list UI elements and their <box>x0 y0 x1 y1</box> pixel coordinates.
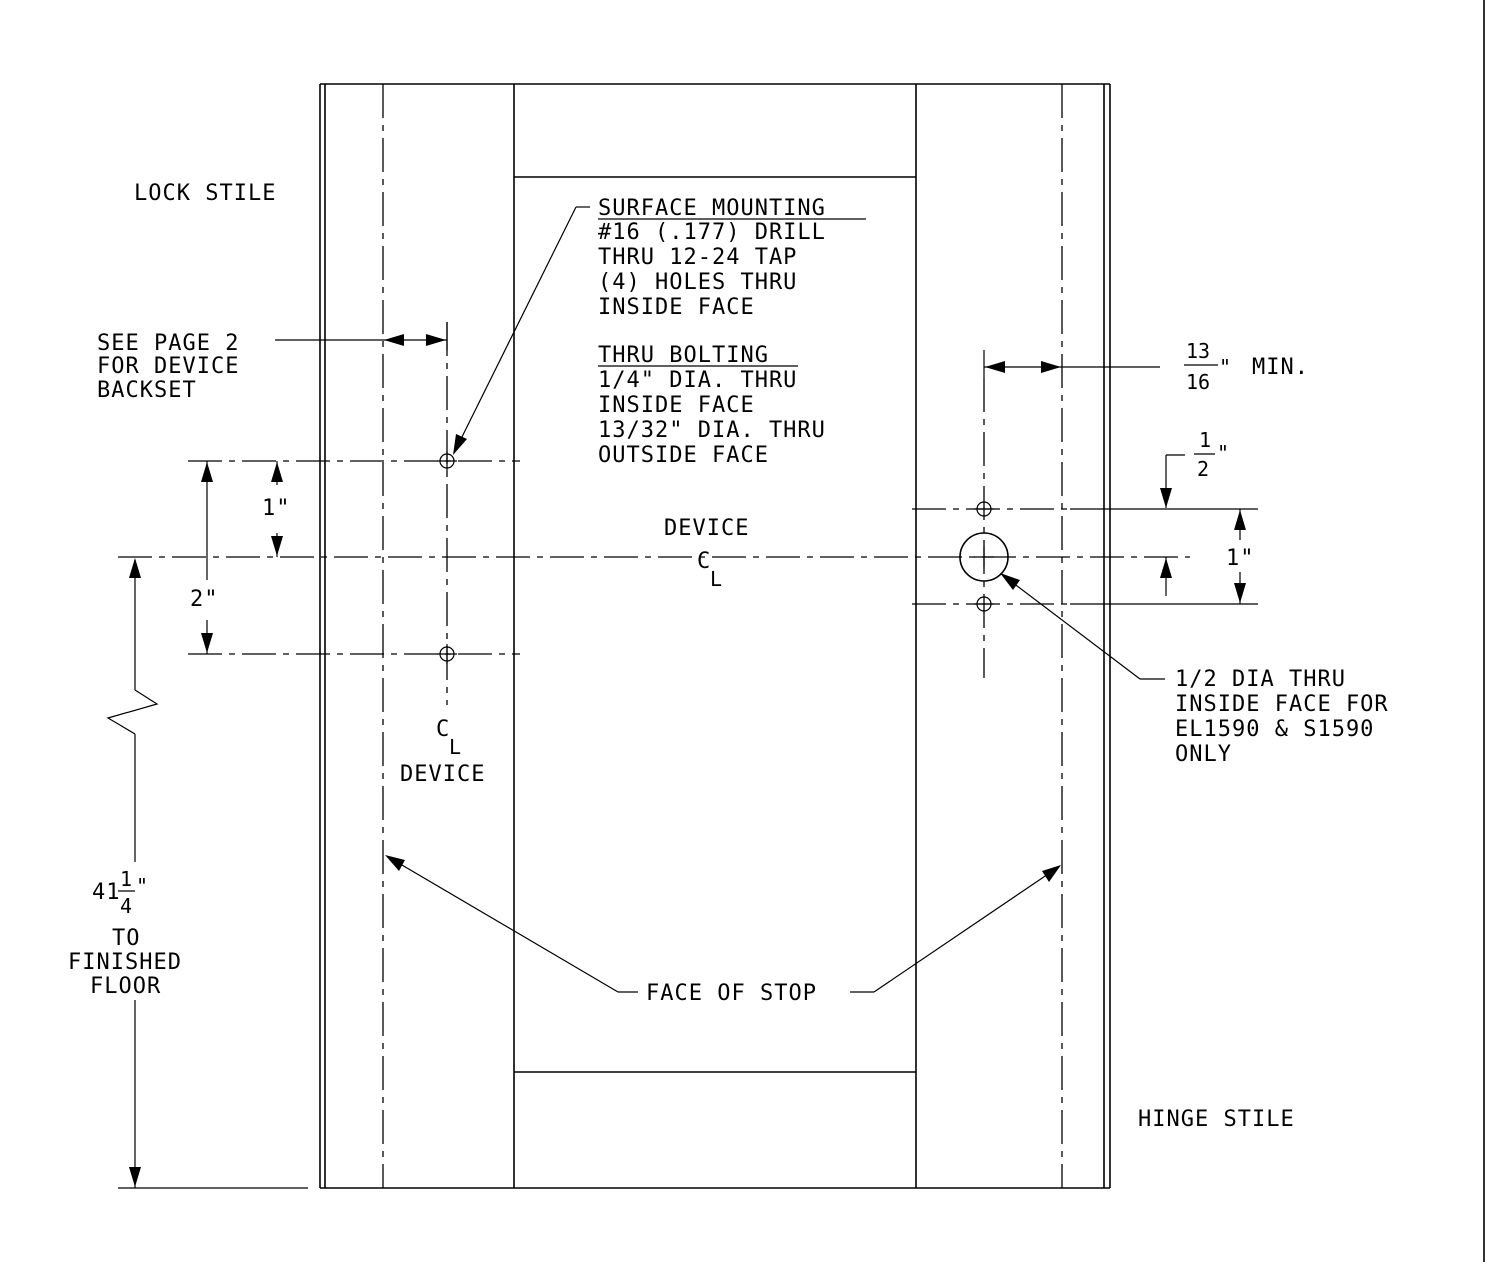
svg-text:INSIDE FACE: INSIDE FACE <box>598 295 755 320</box>
svg-text:41: 41 <box>92 880 121 905</box>
svg-text:FLOOR: FLOOR <box>90 974 161 999</box>
svg-text:": " <box>1217 441 1229 465</box>
surface-mounting-note: SURFACE MOUNTING #16 (.177) DRILL THRU 1… <box>598 196 866 320</box>
svg-text:MIN.: MIN. <box>1252 355 1309 380</box>
face-of-stop-leaders <box>385 855 1061 993</box>
dim-13-16-label: 13 16 " MIN. <box>1184 339 1309 394</box>
door-panel <box>513 84 917 1188</box>
half-inch-dia-hole <box>959 532 1009 582</box>
backset-dimension <box>383 322 448 350</box>
svg-text:FINISHED: FINISHED <box>68 950 182 975</box>
svg-text:SURFACE MOUNTING: SURFACE MOUNTING <box>598 196 826 221</box>
svg-text:C: C <box>697 549 711 574</box>
svg-text:(4) HOLES THRU: (4) HOLES THRU <box>598 270 797 295</box>
svg-text:INSIDE FACE: INSIDE FACE <box>598 393 755 418</box>
svg-text:EL1590 & S1590: EL1590 & S1590 <box>1175 717 1374 742</box>
svg-text:2: 2 <box>1197 457 1209 481</box>
svg-text:TO: TO <box>112 926 141 951</box>
centerline-symbol-lower: C L <box>436 717 461 759</box>
svg-text:THRU 12-24 TAP: THRU 12-24 TAP <box>598 245 797 270</box>
hinge-stile-label: HINGE STILE <box>1138 1107 1295 1132</box>
svg-text:13/32" DIA. THRU: 13/32" DIA. THRU <box>598 418 826 443</box>
svg-text:L: L <box>710 567 722 591</box>
face-of-stop-label: FACE OF STOP <box>646 981 817 1006</box>
dim-two-inch <box>201 461 213 654</box>
door-outline <box>319 83 1111 1189</box>
svg-text:THRU BOLTING: THRU BOLTING <box>598 343 769 368</box>
lock-stile-label: LOCK STILE <box>134 181 276 206</box>
to-finished-floor-label: TO FINISHED FLOOR <box>68 926 182 999</box>
centerline-symbol-center: C L <box>697 549 722 591</box>
svg-text:4: 4 <box>120 894 132 918</box>
dim-one-inch-left <box>271 461 283 557</box>
mounting-hole-upper <box>437 451 457 471</box>
svg-text:13: 13 <box>1186 339 1210 363</box>
device-lower-label: DEVICE <box>400 762 485 787</box>
svg-text:BACKSET: BACKSET <box>97 378 197 403</box>
see-page-note: SEE PAGE 2 FOR DEVICE BACKSET <box>97 331 239 403</box>
svg-text:1: 1 <box>120 867 132 891</box>
dim-one-inch-right-label: 1" <box>1226 546 1255 571</box>
svg-text:FOR DEVICE: FOR DEVICE <box>97 354 239 379</box>
svg-text:": " <box>136 874 148 898</box>
svg-text:": " <box>1219 355 1231 379</box>
half-dia-leader <box>1000 573 1165 680</box>
svg-text:#16 (.177) DRILL: #16 (.177) DRILL <box>598 220 826 245</box>
svg-text:1: 1 <box>1199 428 1211 452</box>
surface-mounting-leader <box>453 206 590 455</box>
height-dimension <box>106 558 308 1189</box>
mounting-hole-lower <box>437 644 457 664</box>
svg-text:SEE PAGE 2: SEE PAGE 2 <box>97 331 239 356</box>
svg-text:OUTSIDE FACE: OUTSIDE FACE <box>598 443 769 468</box>
svg-text:16: 16 <box>1186 370 1210 394</box>
half-dia-note: 1/2 DIA THRU INSIDE FACE FOR EL1590 & S1… <box>1175 667 1389 767</box>
svg-text:1/4" DIA. THRU: 1/4" DIA. THRU <box>598 368 797 393</box>
svg-text:1/2 DIA THRU: 1/2 DIA THRU <box>1175 667 1346 692</box>
dim-one-inch-right <box>1070 508 1258 605</box>
svg-text:L: L <box>449 735 461 759</box>
right-hole-lower <box>974 596 994 612</box>
thru-bolting-note: THRU BOLTING 1/4" DIA. THRU INSIDE FACE … <box>598 343 826 468</box>
device-center-label: DEVICE <box>664 516 749 541</box>
svg-text:C: C <box>436 717 450 742</box>
dim-13-16-min <box>983 350 1160 378</box>
svg-text:INSIDE FACE FOR: INSIDE FACE FOR <box>1175 692 1389 717</box>
dim-two-inch-label: 2" <box>190 587 219 612</box>
height-label: 41 1 4 " <box>92 867 148 918</box>
dim-one-inch-left-label: 1" <box>262 496 291 521</box>
right-hole-upper <box>974 501 994 517</box>
dim-half-inch-label: 1 2 " <box>1194 428 1229 481</box>
svg-text:ONLY: ONLY <box>1175 742 1232 767</box>
dim-half-inch <box>1070 454 1185 510</box>
